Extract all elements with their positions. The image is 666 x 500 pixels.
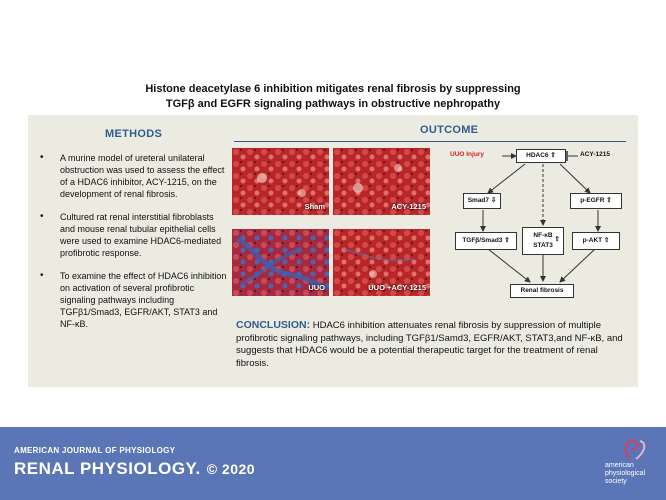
methods-bullet: • A murine model of ureteral unilateral … <box>40 152 225 199</box>
journal-title: RENAL PHYSIOLOGY.© 2020 <box>14 459 256 478</box>
bullet-dot-icon: • <box>40 270 44 281</box>
renal-fibrosis-node: Renal fibrosis <box>510 284 574 298</box>
conclusion-text-2: of multiple profibrotic signaling pathwa… <box>236 320 623 369</box>
title-line-2: TGFβ and EGFR signaling pathways in obst… <box>165 98 501 110</box>
micrograph-uuo-acy1215: UUO +ACY-1215 <box>333 229 430 296</box>
bullet-dot-icon: • <box>40 152 44 163</box>
smad7-node: Smad7 ⇩ <box>463 193 501 209</box>
conclusion-text-1: HDAC6 inhibition attenuates renal fibros… <box>312 320 556 331</box>
pakt-node: p-AKT ⇧ <box>572 232 620 250</box>
nfkb-stat3-node: NF-κB STAT3 ⇧ <box>522 227 564 255</box>
arrow-up-icon: ⇧ <box>606 197 612 204</box>
conclusion: CONCLUSION: HDAC6 inhibition attenuates … <box>236 319 628 370</box>
methods-bullet: • To examine the effect of HDAC6 inhibit… <box>40 270 227 329</box>
page-title: Histone deacetylase 6 inhibition mitigat… <box>0 82 666 112</box>
outcome-divider <box>234 141 626 142</box>
aps-logo-icon <box>624 439 646 460</box>
methods-bullet: • Cultured rat renal interstitial fibrob… <box>40 211 222 258</box>
title-line-1: Histone deacetylase 6 inhibition mitigat… <box>145 83 521 95</box>
micrograph-sham: Sham <box>232 148 329 215</box>
hdac6-node: HDAC6 ⇧ <box>516 149 566 163</box>
journal-series: AMERICAN JOURNAL OF PHYSIOLOGY <box>14 446 176 455</box>
signaling-diagram-arrows <box>480 151 601 283</box>
outcome-heading: OUTCOME <box>420 124 479 136</box>
journal-footer <box>0 427 666 500</box>
methods-heading: METHODS <box>105 128 163 140</box>
pegfr-node: p-EGFR ⇧ <box>570 193 622 209</box>
methods-list: • A murine model of ureteral unilateral … <box>40 152 228 341</box>
bullet-dot-icon: • <box>40 211 44 222</box>
arrow-down-icon: ⇩ <box>490 197 497 204</box>
arrow-up-icon: ⇧ <box>554 236 560 243</box>
micrograph-uuo: UUO <box>232 229 329 296</box>
tgfb-smad3-node: TGFβ/Smad3 ⇧ <box>455 232 517 250</box>
conclusion-heading: CONCLUSION: <box>236 319 311 331</box>
arrow-up-icon: ⇧ <box>504 237 510 244</box>
aps-society-name: american physiological society <box>605 462 646 485</box>
arrow-up-icon: ⇧ <box>603 237 610 244</box>
micrograph-acy1215: ACY-1215 <box>333 148 430 215</box>
uuo-injury-label: UUO Injury <box>450 151 484 158</box>
acy1215-label: ACY-1215 <box>580 151 610 158</box>
arrow-up-icon: ⇧ <box>550 152 556 159</box>
copyright-year: © 2020 <box>206 461 256 477</box>
